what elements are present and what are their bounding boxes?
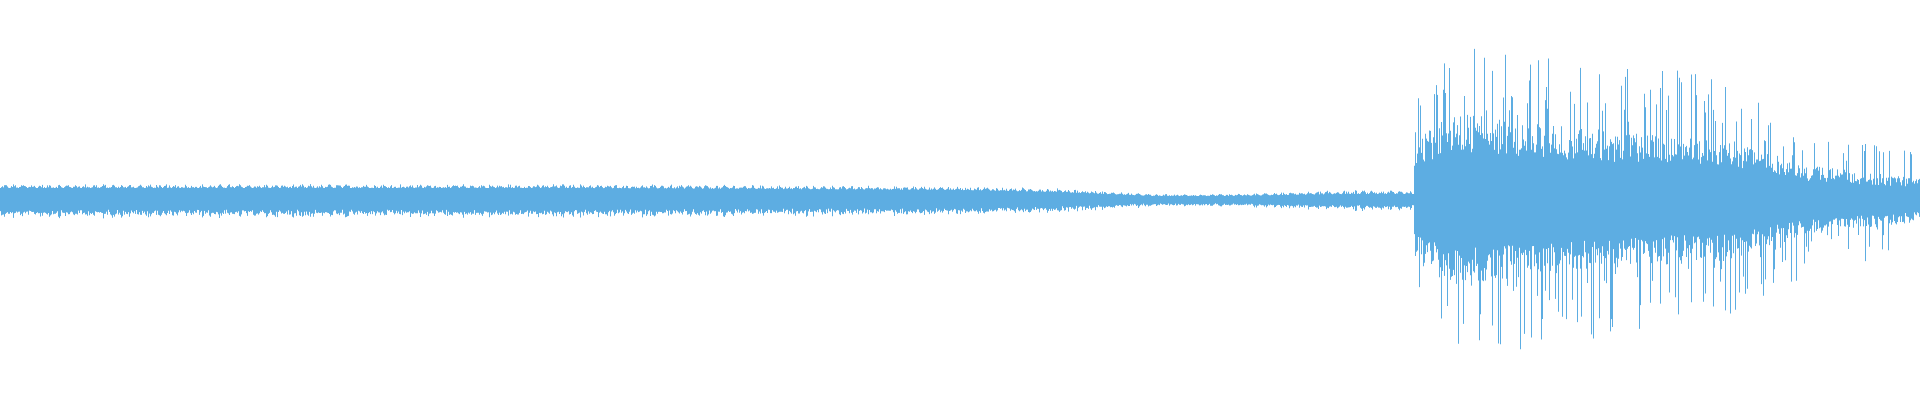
waveform-bars: [0, 48, 1920, 350]
